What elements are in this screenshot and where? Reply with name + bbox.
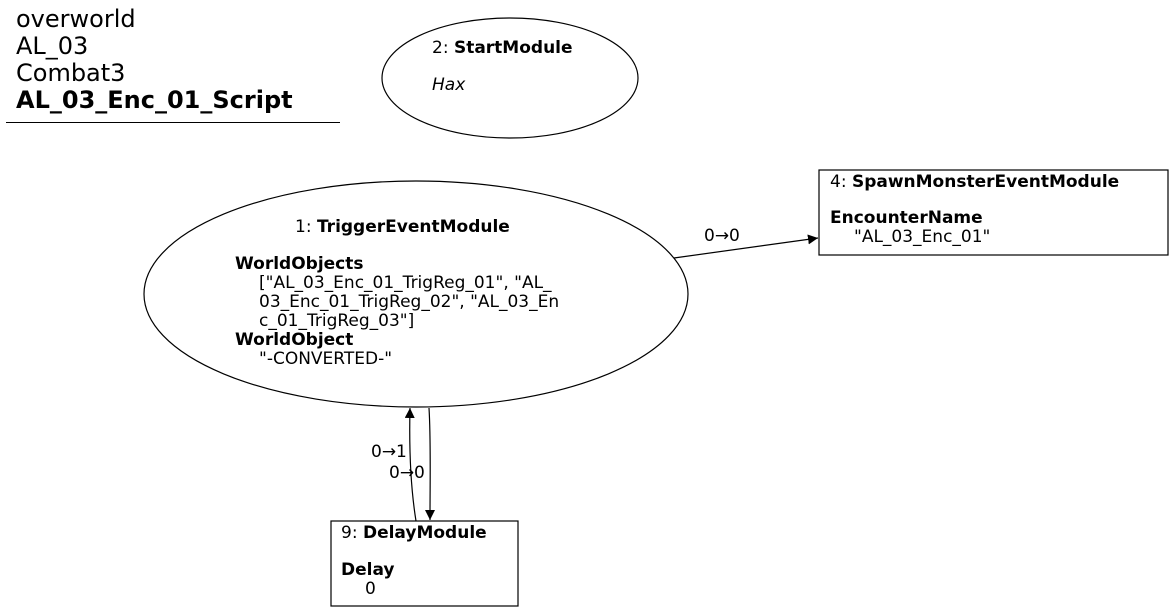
title-line-1: overworld bbox=[16, 5, 136, 33]
delay-module-text: 9: DelayModule Delay 0 bbox=[341, 524, 487, 599]
trigger-prop-worldobjects-value-1: ["AL_03_Enc_01_TrigReg_01", "AL_ bbox=[259, 273, 552, 293]
trigger-module-id: 1: bbox=[295, 217, 317, 237]
trigger-prop-worldobjects-value-2: 03_Enc_01_TrigReg_02", "AL_03_En bbox=[259, 292, 560, 312]
start-module-type: StartModule bbox=[453, 38, 573, 58]
trigger-event-module-node[interactable] bbox=[143, 180, 689, 408]
start-module-node[interactable] bbox=[381, 17, 639, 139]
spawn-module-type: SpawnMonsterEventModule bbox=[851, 172, 1120, 192]
edge-trigger-to-spawn bbox=[673, 234, 819, 259]
spawn-module-text: 4: SpawnMonsterEventModule EncounterName… bbox=[830, 173, 1119, 247]
title-line-4: AL_03_Enc_01_Script bbox=[16, 86, 293, 114]
edge-delay-to-trigger bbox=[404, 407, 417, 522]
delay-module-id: 9: bbox=[341, 523, 363, 543]
spawn-prop-encountername-value: "AL_03_Enc_01" bbox=[854, 227, 991, 247]
edge-label-trigger-to-spawn: 0→0 bbox=[704, 226, 740, 246]
title-line-3: Combat3 bbox=[16, 59, 126, 87]
trigger-module-type: TriggerEventModule bbox=[316, 217, 510, 237]
title-line-2: AL_03 bbox=[16, 32, 89, 60]
start-module-text: 2: StartModule Hax bbox=[432, 39, 573, 95]
delay-module-node[interactable] bbox=[330, 520, 519, 607]
trigger-prop-worldobjects-value-3: c_01_TrigReg_03"] bbox=[259, 311, 415, 331]
title-underline bbox=[6, 122, 340, 123]
start-module-id: 2: bbox=[432, 38, 454, 58]
spawn-module-id: 4: bbox=[830, 172, 852, 192]
trigger-module-props: WorldObjects ["AL_03_Enc_01_TrigReg_01",… bbox=[235, 255, 559, 369]
delay-module-type: DelayModule bbox=[362, 523, 487, 543]
trigger-module-header: 1: TriggerEventModule bbox=[295, 218, 510, 237]
start-module-sub: Hax bbox=[432, 75, 466, 95]
spawn-prop-encountername-name: EncounterName bbox=[830, 208, 983, 228]
edge-label-delay-to-trigger: 0→1 bbox=[371, 442, 407, 462]
graph-title: overworld AL_03 Combat3 AL_03_Enc_01_Scr… bbox=[16, 6, 293, 114]
delay-prop-delay-name: Delay bbox=[341, 560, 395, 580]
trigger-prop-worldobjects-name: WorldObjects bbox=[235, 254, 364, 274]
edge-trigger-to-delay bbox=[425, 407, 436, 521]
spawn-monster-event-module-node[interactable] bbox=[818, 169, 1169, 256]
trigger-prop-worldobject-value: "-CONVERTED-" bbox=[259, 349, 393, 369]
trigger-prop-worldobject-name: WorldObject bbox=[235, 330, 354, 350]
delay-prop-delay-value: 0 bbox=[365, 579, 376, 599]
edge-label-trigger-to-delay: 0→0 bbox=[389, 463, 425, 483]
